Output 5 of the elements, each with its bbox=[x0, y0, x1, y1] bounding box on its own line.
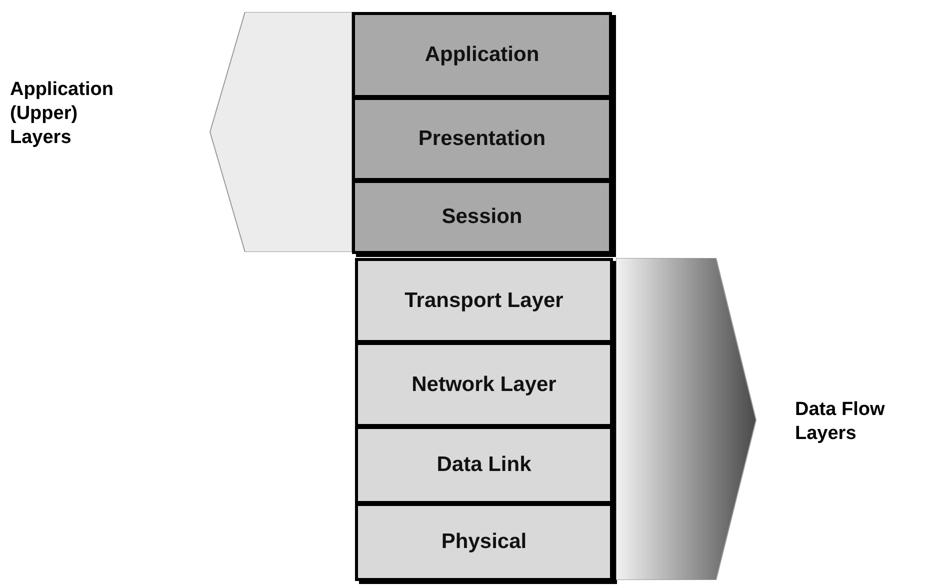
osi-layer-box: Transport Layer bbox=[355, 258, 613, 343]
layer-group-label: Data Flow Layers bbox=[795, 398, 886, 446]
osi-layer-box: Data Link bbox=[355, 426, 613, 504]
osi-layer-box: Network Layer bbox=[355, 342, 613, 427]
layer-group-label: Application (Upper) Layers bbox=[10, 78, 114, 150]
